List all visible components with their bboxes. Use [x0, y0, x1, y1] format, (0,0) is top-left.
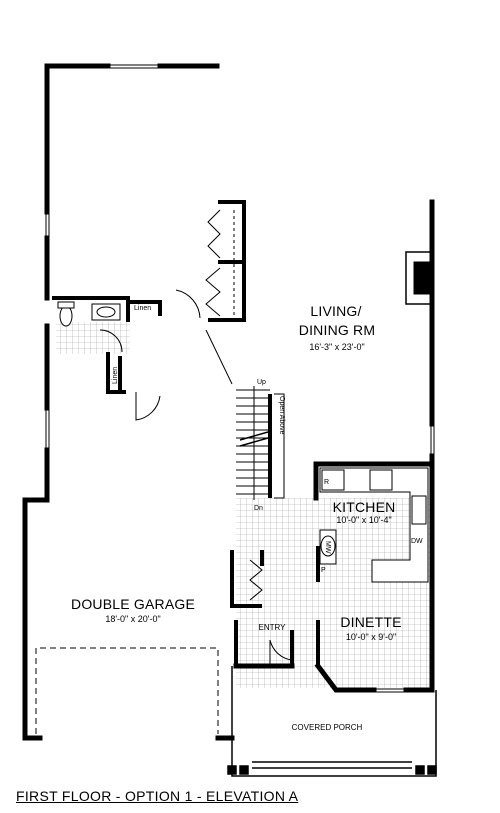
entry-label: ENTRY — [258, 623, 286, 632]
stair-down-label: Dn — [254, 505, 263, 512]
closet-doors — [205, 209, 263, 601]
living-room-label-line2: DINING RM — [298, 322, 376, 338]
kitchen-counters — [319, 467, 429, 583]
microwave-label: MW — [324, 541, 331, 554]
linen-closet-label-2: Linen — [112, 366, 119, 384]
linen-closet-label-1: Linen — [134, 305, 152, 312]
living-room-label-line1: LIVING/ — [310, 303, 362, 319]
floor-plan-caption: FIRST FLOOR - OPTION 1 - ELEVATION A — [16, 788, 299, 804]
dinette-label: DINETTE — [340, 614, 402, 630]
fireplace — [405, 251, 433, 305]
garage-dimensions: 18'-0" x 20'-0" — [105, 614, 161, 624]
kitchen-dimensions: 10'-0" x 10'-4" — [336, 515, 392, 525]
refrigerator-label: R — [324, 479, 330, 486]
porch — [227, 666, 437, 777]
covered-porch-label: COVERED PORCH — [291, 723, 363, 732]
windows — [45, 64, 435, 693]
kitchen-label: KITCHEN — [332, 499, 396, 515]
staircase — [236, 386, 285, 500]
powder-room-fixtures — [57, 301, 121, 327]
open-above-label: Open Above — [278, 396, 285, 435]
living-room-dimensions: 16'-3" x 23'-0" — [309, 342, 365, 352]
garage-door — [35, 647, 219, 734]
dinette-dimensions: 10'-0" x 9'-0" — [345, 632, 397, 642]
exterior-walls — [22, 63, 435, 741]
garage-label: DOUBLE GARAGE — [71, 596, 195, 612]
stair-up-label: Up — [257, 379, 266, 386]
dishwasher-label: DW — [411, 538, 423, 545]
pantry-label: P — [321, 567, 326, 574]
door-swings — [99, 289, 293, 666]
